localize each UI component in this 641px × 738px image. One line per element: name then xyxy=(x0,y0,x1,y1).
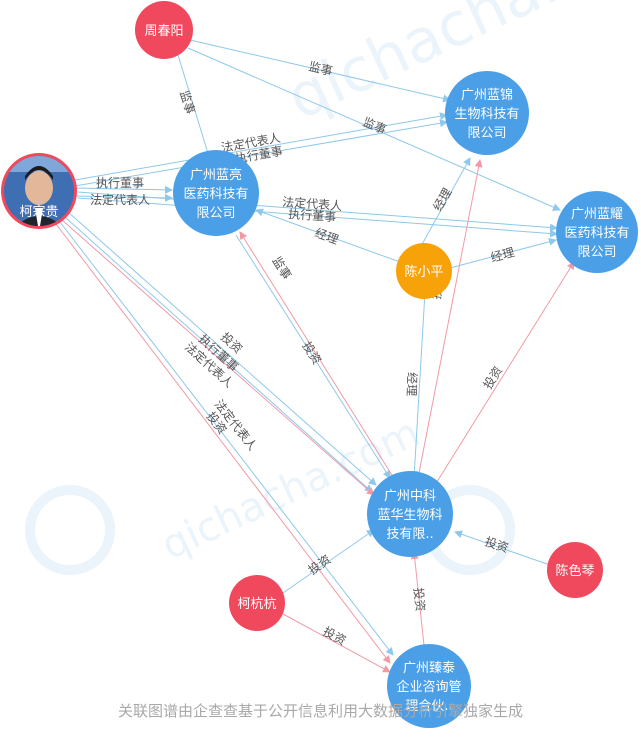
edge-ke-lanyao-2 xyxy=(77,197,558,238)
node-label-line: 理合伙.. xyxy=(405,699,452,714)
edge-chen-lanjin xyxy=(419,157,471,249)
node-label-line: 限公司 xyxy=(467,126,506,141)
edge-label: 投资 xyxy=(321,623,349,648)
edge-chense-zhongke xyxy=(454,530,551,566)
edge-label: 监事 xyxy=(361,115,389,137)
node-label-line: 限公司 xyxy=(196,206,235,221)
node-label-line: 广州蓝亮 xyxy=(190,167,242,183)
edge-ke-lanyao-1 xyxy=(77,191,558,232)
edge-label: 执行董事 xyxy=(96,176,144,190)
edge-ke-zhentai-1 xyxy=(59,221,394,656)
node-ke-zonggui[interactable]: 柯宗贵 xyxy=(0,150,80,232)
edge-kehang-zhongke xyxy=(279,529,375,596)
edge-ke-zhongke-2 xyxy=(65,217,373,493)
edge-zhou-lanjin xyxy=(189,39,451,103)
node-ke-hanghang[interactable]: 柯杭杭 xyxy=(229,575,285,631)
node-zhou-chunyang[interactable]: 周春阳 xyxy=(135,1,193,59)
edge-zhou-lanyao xyxy=(187,47,561,211)
node-label-line: 医药科技有 xyxy=(564,226,629,241)
node-label-line: 企业咨询管 xyxy=(396,679,461,695)
node-label-line: 技有限.. xyxy=(386,527,433,542)
edge-chen-lanyao xyxy=(449,237,557,269)
edge-label: 投资 xyxy=(480,363,505,391)
footer-caption: 关联图谱由企查查基于公开信息利用大数据分析引擎独家生成 xyxy=(117,702,523,720)
node-label: 柯宗贵 xyxy=(19,204,58,220)
node-label-line: 广州臻泰 xyxy=(403,661,455,676)
node-label: 陈小平 xyxy=(404,264,443,280)
edge-ke-zhongke-1 xyxy=(67,211,377,486)
edge-label: 经理 xyxy=(430,186,454,214)
edge-chen-lanliang xyxy=(255,208,401,263)
node-label: 周春阳 xyxy=(144,24,183,39)
node-label-line: 蓝华生物科 xyxy=(377,508,442,523)
node-lanyao[interactable]: 广州蓝耀 医药科技有 限公司 xyxy=(556,191,638,273)
node-zhentai[interactable]: 广州臻泰 企业咨询管 理合伙.. xyxy=(387,644,471,728)
node-label-line: 限公司 xyxy=(577,245,616,260)
edge-zhongke-lanliang-invest xyxy=(239,231,396,481)
node-label-line: 广州中科 xyxy=(384,489,436,504)
edge-zhou-lanliang xyxy=(177,54,212,161)
node-label: 柯杭杭 xyxy=(237,597,276,612)
node-lanliang[interactable]: 广州蓝亮 医药科技有 限公司 xyxy=(173,150,259,236)
edge-label: 执行董事 xyxy=(288,207,337,224)
edge-ke-lanliang-1 xyxy=(75,185,173,194)
node-lanjin[interactable]: 广州蓝锦 生物科技有 限公司 xyxy=(445,71,529,155)
edge-zhentai-zhongke xyxy=(410,551,425,646)
edge-label: 投资 xyxy=(483,534,510,556)
node-chen-xiaoping[interactable]: 陈小平 xyxy=(396,243,452,299)
watermark-logo xyxy=(25,485,115,575)
edge-labels: 监事 监事 监事 法定代表人 执行董事 执行董事 法定代表人 法定代表人 执行董… xyxy=(90,59,516,648)
edge-ke-zhentai-invest xyxy=(55,223,391,664)
node-label-line: 医药科技有 xyxy=(183,187,248,202)
node-zhongke[interactable]: 广州中科 蓝华生物科 技有限.. xyxy=(367,471,453,557)
edge-label: 监事 xyxy=(307,59,334,78)
watermark: qichacha.com qichacha.com xyxy=(25,0,641,575)
edge-ke-lanjin-1 xyxy=(74,112,448,181)
edge-ke-lanjin-2 xyxy=(74,119,448,187)
edges xyxy=(55,39,575,673)
edge-label: 法定代表人 xyxy=(90,192,150,207)
edge-label: 监事 xyxy=(177,89,197,116)
node-label: 陈色琴 xyxy=(555,563,594,579)
edge-lanliang-zhongke xyxy=(235,234,391,479)
edge-zhongke-lanyao xyxy=(434,261,575,486)
node-chen-seqin[interactable]: 陈色琴 xyxy=(547,542,603,598)
edge-label: 经理 xyxy=(313,226,340,247)
edge-label: 经理 xyxy=(489,245,516,265)
node-label-line: 生物科技有 xyxy=(454,107,519,122)
edge-label: 投资 xyxy=(299,339,324,367)
edge-label: 投资 xyxy=(411,587,428,612)
edge-label: 投资 xyxy=(305,551,333,577)
node-label-line: 广州蓝锦 xyxy=(461,88,513,103)
edge-label: 法定代表人 xyxy=(282,194,343,213)
edge-zhongke-lanjin xyxy=(417,159,483,479)
edge-label: 经理 xyxy=(404,372,419,396)
edge-chen-zhongke xyxy=(410,291,426,479)
edge-label: 监事 xyxy=(269,254,294,282)
edge-ke-zhongke-invest xyxy=(61,219,375,496)
node-label-line: 广州蓝耀 xyxy=(571,207,623,222)
edge-kehang-zhentai xyxy=(282,613,391,673)
